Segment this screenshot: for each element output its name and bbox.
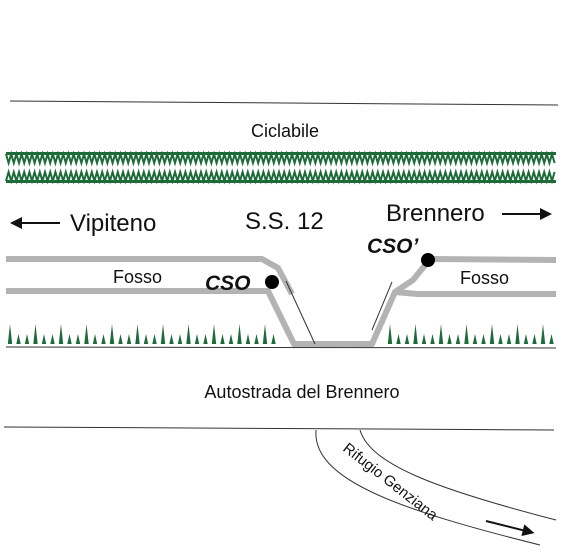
grass-tuft [58, 324, 64, 344]
grass-row-right [387, 324, 554, 344]
grass-tuft [447, 334, 452, 344]
grass-row-left [7, 324, 276, 344]
grass-tuft [489, 324, 495, 344]
grass-tuft [498, 334, 503, 344]
grass-tuft [271, 334, 276, 344]
grass-tuft [472, 334, 478, 344]
arrow-right-icon [485, 520, 535, 537]
grass-tuft [186, 324, 191, 344]
grass-tuft [481, 334, 486, 344]
grass-tuft [262, 324, 268, 344]
arrow-left-icon [10, 217, 60, 229]
grass-tuft [160, 324, 166, 344]
cso-left-label: CSO [205, 272, 251, 295]
brennero-label: Brennero [386, 200, 485, 227]
grass-tuft [421, 334, 427, 344]
grass-tuft [506, 334, 512, 344]
grass-tuft [413, 324, 418, 344]
vipiteno-label: Vipiteno [70, 210, 156, 237]
grass-tuft [220, 334, 225, 344]
hedge-teeth [5, 150, 556, 167]
grass-tuft [143, 334, 149, 344]
grass-tuft [430, 334, 435, 344]
arrow-right-icon [502, 208, 552, 220]
ditch-upper-left [6, 256, 295, 296]
rifugio-label: Rifugio Genziana [340, 440, 442, 525]
ditch-slope-left [285, 280, 316, 345]
grass-tuft [455, 334, 461, 344]
grass-tuft [75, 334, 81, 344]
grass-tuft [203, 334, 208, 344]
grass-tuft [67, 334, 72, 344]
grass-tuft [228, 334, 234, 344]
grass-tuft [24, 334, 30, 344]
grass-tuft [404, 334, 410, 344]
grass-tuft [169, 334, 174, 344]
grass-tuft [50, 334, 55, 344]
ditch-upper-right [394, 289, 556, 297]
grass-tuft [152, 334, 157, 344]
grass-tuft [118, 334, 123, 344]
grass-tuft [101, 334, 106, 344]
grass-tuft [41, 334, 47, 344]
hedge-row-top [5, 150, 556, 167]
grass-tuft [211, 324, 217, 344]
ciclabile-label: Ciclabile [251, 121, 319, 141]
bottom-boundary-line [3, 426, 555, 431]
hedge-teeth [5, 168, 556, 185]
grass-tuft [177, 334, 183, 344]
grass-tuft [135, 324, 140, 344]
rifugio-road [315, 429, 557, 546]
grass-tuft [254, 334, 259, 344]
ditch-slope-right [371, 281, 393, 331]
grass-tuft [245, 334, 251, 344]
grass-tuft [549, 334, 554, 344]
grass-tuft [109, 324, 115, 344]
grass-tuft [237, 324, 242, 344]
grass-tuft [540, 324, 546, 344]
top-boundary-line [9, 100, 559, 106]
cso-left-point [265, 275, 279, 289]
fosso-left-label: Fosso [113, 267, 162, 287]
hedge-row-bottom [5, 168, 556, 185]
grass-tuft [7, 324, 13, 344]
grass-tuft [438, 324, 444, 344]
grass-tuft [396, 334, 401, 344]
cso-right-point [421, 253, 435, 267]
grass-tuft [523, 334, 529, 344]
autostrada-label: Autostrada del Brennero [204, 382, 399, 402]
grass-tuft [532, 334, 537, 344]
fosso-right-label: Fosso [460, 268, 509, 288]
ss12-label: S.S. 12 [245, 208, 324, 235]
grass-tuft [84, 324, 89, 344]
grass-tuft [194, 334, 200, 344]
grass-tuft [515, 324, 520, 344]
grass-tuft [16, 334, 21, 344]
grass-tuft [92, 334, 98, 344]
grass-tuft [387, 324, 393, 344]
ground-line [5, 346, 557, 349]
cso-right-label: CSO’ [367, 235, 420, 258]
grass-tuft [126, 334, 132, 344]
grass-tuft [464, 324, 469, 344]
grass-tuft [33, 324, 38, 344]
